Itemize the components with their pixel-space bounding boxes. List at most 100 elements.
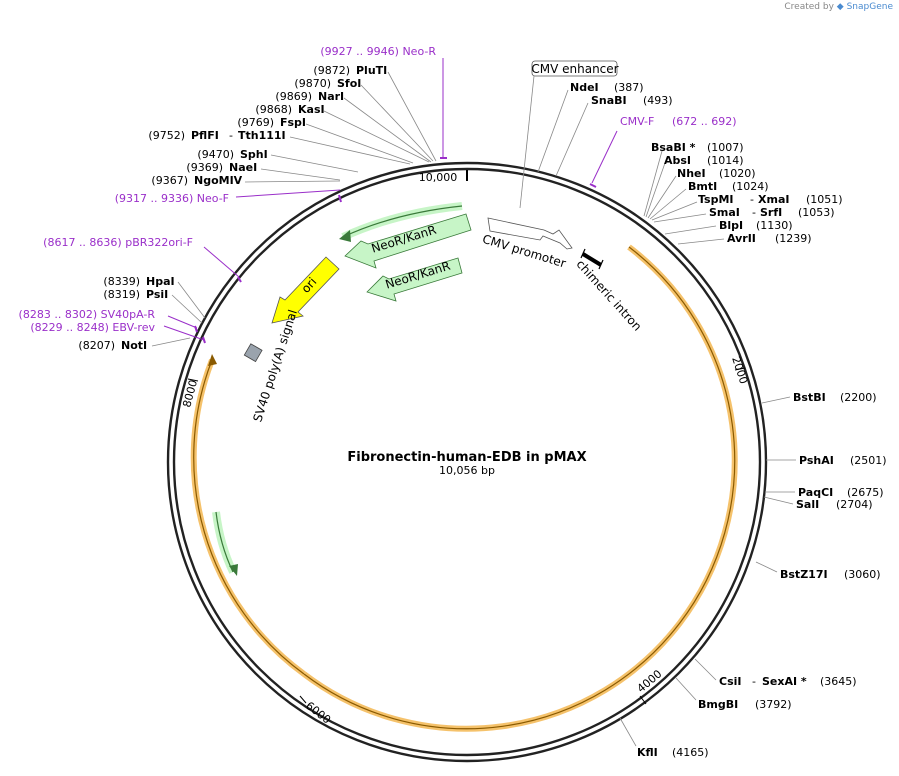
svg-text:KflI(4165): KflI(4165) <box>637 746 709 759</box>
primer-neo-f: Neo-F <box>197 192 229 205</box>
svg-text:BstZ17I(3060): BstZ17I(3060) <box>780 568 881 581</box>
plasmid-size: 10,056 bp <box>439 464 495 477</box>
svg-text:(9470)SphI: (9470)SphI <box>197 148 267 161</box>
orf-arrowhead <box>208 354 217 366</box>
neor-kanr-feature-2[interactable] <box>366 257 463 302</box>
primer-cmv-f-range: (672 .. 692) <box>672 115 737 128</box>
enzyme-naei: NaeI <box>229 161 257 174</box>
svg-text:BsaBI *(1007): BsaBI *(1007) <box>651 141 744 154</box>
enzyme-bmgbi: BmgBI <box>698 698 738 711</box>
svg-text:SmaI- SrfI(1053): SmaI- SrfI(1053) <box>709 206 835 219</box>
svg-text:PaqCI(2675): PaqCI(2675) <box>798 486 884 499</box>
neor-kanr-feature-1[interactable] <box>344 213 472 269</box>
svg-text:(9317 .. 9336) Neo-F: (9317 .. 9336) Neo-F <box>115 192 229 205</box>
backbone-outer-ring <box>166 161 768 763</box>
enzyme-tspmi: TspMI <box>698 193 734 206</box>
primer-cmv-f: CMV-F <box>620 115 654 128</box>
svg-text:BmtI(1024): BmtI(1024) <box>688 180 769 193</box>
enzyme-nari: NarI <box>318 90 344 103</box>
snapgene-watermark: Created by ◆ SnapGene <box>784 2 893 12</box>
chimeric-intron-label: chimeric intron <box>573 257 644 334</box>
enzyme-noti: NotI <box>121 339 147 352</box>
svg-text:AbsI(1014): AbsI(1014) <box>664 154 744 167</box>
enzyme-smai: SmaI <box>709 206 740 219</box>
svg-text:SalI(2704): SalI(2704) <box>796 498 873 511</box>
enzyme-pshai: PshAI <box>799 454 834 467</box>
enzyme-pflfi: PflFI <box>191 129 219 142</box>
primer-neo-r-range: (9927 .. 9946) <box>320 45 399 58</box>
primer-ebv-rev: EBV-rev <box>112 321 155 334</box>
enzyme-absi: AbsI <box>664 154 691 167</box>
enzyme-csii: CsiI <box>719 675 741 688</box>
svg-text:(9927 .. 9946) Neo-R: (9927 .. 9946) Neo-R <box>320 45 436 58</box>
enzyme-sphi: SphI <box>240 148 268 161</box>
enzyme-bsabi: BsaBI * <box>651 141 696 154</box>
enzyme-paqci: PaqCI <box>798 486 833 499</box>
svg-text:(8207)NotI: (8207)NotI <box>78 339 147 352</box>
enzyme-pluti: PluTI <box>356 64 387 77</box>
svg-text:(8229 .. 8248) EBV-rev: (8229 .. 8248) EBV-rev <box>30 321 155 334</box>
enzyme-snabi: SnaBI <box>591 94 627 107</box>
tick-mark-2000 <box>734 367 746 371</box>
tick-mark-8000 <box>187 378 199 382</box>
enzyme-bmti: BmtI <box>688 180 717 193</box>
plasmid-name: Fibronectin-human-EDB in pMAX <box>347 450 586 465</box>
enzyme-kasi: KasI <box>298 103 325 116</box>
enzyme-blpi: BlpI <box>719 219 743 232</box>
primer-neo-r: Neo-R <box>402 45 436 58</box>
enzyme-nhei: NheI <box>677 167 706 180</box>
svg-text:(8617 .. 8636) pBR322ori-F: (8617 .. 8636) pBR322ori-F <box>43 236 193 249</box>
svg-text:CMV-F(672 .. 692): CMV-F (672 .. 692) <box>620 115 737 128</box>
enzyme-sexai: SexAI * <box>762 675 807 688</box>
svg-text:BlpI(1130): BlpI(1130) <box>719 219 793 232</box>
cmv-promoter-feature[interactable] <box>487 217 573 250</box>
svg-text:(9869)NarI: (9869)NarI <box>275 90 344 103</box>
svg-text:PshAI(2501): PshAI(2501) <box>799 454 887 467</box>
svg-text:SnaBI(493): SnaBI(493) <box>591 94 673 107</box>
enzyme-ngomiv: NgoMIV <box>194 174 243 187</box>
svg-text:(9369)NaeI: (9369)NaeI <box>186 161 257 174</box>
cmv-enhancer-box[interactable] <box>531 60 618 77</box>
enzyme-labels-right: NdeI(387) SnaBI(493) BsaBI *(1007) AbsI(… <box>537 81 887 759</box>
enzyme-tth111i: Tth111I <box>238 129 286 142</box>
svg-text:CsiI- SexAI *(3645): CsiI- SexAI *(3645) <box>719 675 857 688</box>
ori-feature[interactable] <box>271 256 340 324</box>
svg-text:AvrII(1239): AvrII(1239) <box>727 232 812 245</box>
enzyme-ndei: NdeI <box>570 81 599 94</box>
enzyme-sali: SalI <box>796 498 819 511</box>
tick-label-10000: 10,000 <box>419 171 458 184</box>
svg-text:(9752)PflFI- Tth111I: (9752)PflFI- Tth111I <box>148 129 285 142</box>
neo-arc-top-core <box>342 205 463 238</box>
primer-pbr322ori-f: pBR322ori-F <box>125 236 193 249</box>
sv40-polya-feature[interactable] <box>243 343 263 363</box>
svg-text:(9870)SfoI: (9870)SfoI <box>294 77 361 90</box>
neo-arc-small-arrowhead <box>229 564 238 576</box>
svg-text:BstBI(2200): BstBI(2200) <box>793 391 877 404</box>
primer-ebv-rev-range: (8229 .. 8248) <box>30 321 109 334</box>
svg-text:TspMI- XmaI(1051): TspMI- XmaI(1051) <box>698 193 843 206</box>
svg-text:(8319)PsiI: (8319)PsiI <box>103 288 168 301</box>
tick-mark-6000 <box>299 695 307 704</box>
svg-text:BmgBI(3792): BmgBI(3792) <box>698 698 792 711</box>
chimeric-intron-feature[interactable] <box>581 252 603 267</box>
watermark-brand: SnapGene <box>846 2 893 12</box>
enzyme-psii: PsiI <box>146 288 168 301</box>
primer-sv40pa-r-range: (8283 .. 8302) <box>19 308 98 321</box>
svg-text:(9367)NgoMIV: (9367)NgoMIV <box>151 174 242 187</box>
enzyme-kfli: KflI <box>637 746 658 759</box>
svg-text:(9872)PluTI: (9872)PluTI <box>313 64 387 77</box>
enzyme-sfoi: SfoI <box>337 77 361 90</box>
orf-arc-right-core <box>303 246 736 730</box>
primer-sv40pa-r: SV40pA-R <box>101 308 156 321</box>
svg-text:(9868)KasI: (9868)KasI <box>255 103 324 116</box>
enzyme-avrii: AvrII <box>727 232 756 245</box>
orf-arc-left <box>190 358 306 677</box>
neo-arc-top-arrowhead <box>339 230 351 242</box>
orf-arc-left-core <box>193 359 305 675</box>
sv40-polya-label: SV40 poly(A) signal <box>250 308 300 424</box>
primer-labels: (9927 .. 9946) Neo-R CMV-F (672 .. 692) (… <box>19 45 737 344</box>
svg-text:(8283 .. 8302) SV40pA-R: (8283 .. 8302) SV40pA-R <box>19 308 156 321</box>
svg-text:(9769)FspI: (9769)FspI <box>237 116 306 129</box>
watermark-prefix: Created by <box>784 2 834 12</box>
